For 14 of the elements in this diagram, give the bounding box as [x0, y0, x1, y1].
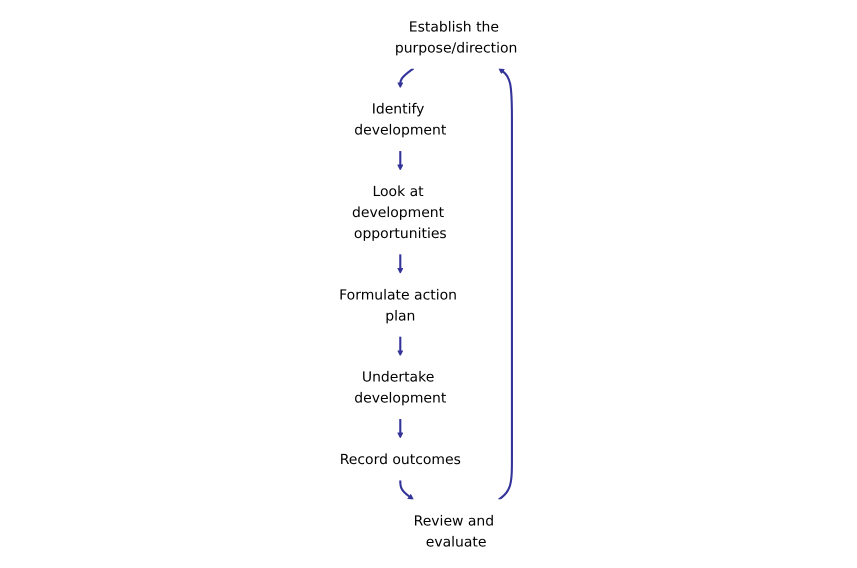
arrow: [398, 150, 404, 171]
node-text: Record outcomes: [340, 450, 462, 468]
node-text: Formulate action plan: [339, 286, 458, 324]
arrow: [398, 68, 414, 88]
arrow: [398, 336, 404, 356]
node-text: Review and evaluate: [414, 512, 494, 550]
arrow: [400, 480, 414, 500]
node-text: Establish the purpose/direction: [395, 18, 518, 56]
arrow: [398, 418, 404, 438]
arrow: [498, 68, 514, 500]
node-text: Undertake development: [354, 368, 447, 406]
node-text: Identify development: [354, 100, 447, 138]
arrow: [398, 254, 404, 274]
node-text: Look at development opportunities: [352, 182, 447, 242]
